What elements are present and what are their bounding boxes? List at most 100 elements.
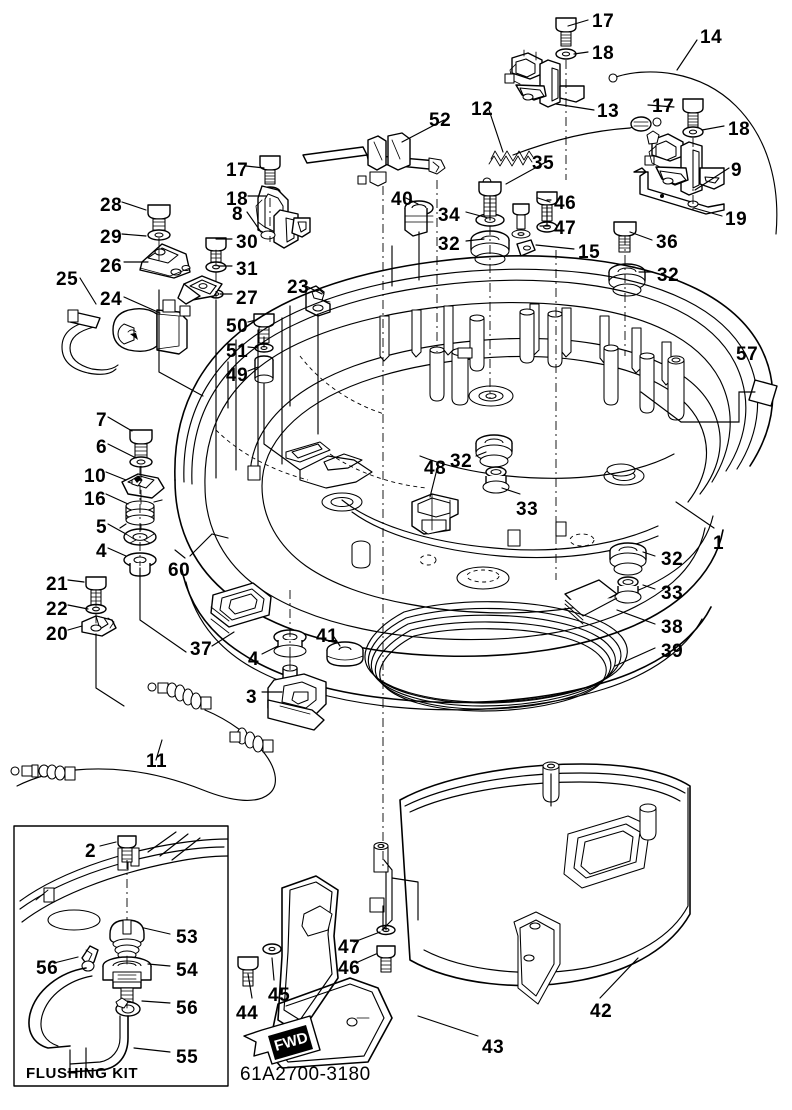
callout-14: 14 xyxy=(700,27,723,48)
flushing-kit-title: FLUSHING KIT xyxy=(26,1065,138,1082)
grommet-32-lower-right xyxy=(609,542,647,576)
callout-18: 18 xyxy=(226,189,249,210)
callout-29: 29 xyxy=(100,227,123,248)
callout-5: 5 xyxy=(96,517,108,538)
callout-9: 9 xyxy=(731,160,743,181)
bracket-27-plate xyxy=(177,275,223,305)
cable-end-left xyxy=(10,764,76,781)
bracket-26 xyxy=(139,243,191,279)
hook-lever-8 xyxy=(255,185,311,249)
collar-49 xyxy=(254,355,274,384)
callout-11: 11 xyxy=(146,751,168,772)
callout-51: 51 xyxy=(226,341,249,362)
callout-55: 55 xyxy=(176,1047,199,1068)
cable-end-mid xyxy=(229,727,274,753)
fastener-small-center xyxy=(511,203,531,239)
callout-17: 17 xyxy=(652,96,675,117)
callout-23: 23 xyxy=(287,277,310,298)
washer-18-top xyxy=(555,48,577,60)
callout-47: 47 xyxy=(554,218,577,239)
callout-17: 17 xyxy=(226,160,249,181)
callout-56: 56 xyxy=(36,958,59,979)
clamp-20 xyxy=(81,615,117,637)
diagram-part-number: 61A2700-3180 xyxy=(240,1064,371,1085)
flushing-connector-54 xyxy=(102,956,152,1008)
spring-rod-12 xyxy=(482,124,639,187)
cable-end-upper xyxy=(147,682,212,710)
callout-25: 25 xyxy=(56,269,79,290)
fastener-7 xyxy=(129,429,153,461)
callout-7: 7 xyxy=(96,410,108,431)
fastener-46-lower xyxy=(376,945,396,973)
fastener-17-right xyxy=(682,98,704,128)
callout-32: 32 xyxy=(657,265,680,286)
latch-rod-52 xyxy=(302,132,446,187)
callout-47: 47 xyxy=(338,937,361,958)
callout-53: 53 xyxy=(176,927,199,948)
cap-53 xyxy=(109,919,145,960)
callout-39: 39 xyxy=(661,641,684,662)
callout-42: 42 xyxy=(590,1001,613,1022)
callout-22: 22 xyxy=(46,599,69,620)
pad-38 xyxy=(564,579,618,625)
fastener-17-left xyxy=(259,155,281,185)
cable-bracket-3 xyxy=(267,664,327,731)
callout-30: 30 xyxy=(236,232,259,253)
callout-6: 6 xyxy=(96,437,108,458)
callout-54: 54 xyxy=(176,960,199,981)
callout-57: 57 xyxy=(736,344,759,365)
callout-13: 13 xyxy=(597,101,620,122)
callout-18: 18 xyxy=(728,119,751,140)
bushing-40 xyxy=(404,200,434,237)
callout-4: 4 xyxy=(96,541,108,562)
callout-8: 8 xyxy=(232,204,244,225)
label-57 xyxy=(640,379,778,423)
throttle-cable-11 xyxy=(10,682,276,801)
clamp-block-48 xyxy=(411,493,459,535)
lead-60 xyxy=(189,533,229,557)
callout-56: 56 xyxy=(176,998,199,1019)
callout-46: 46 xyxy=(554,193,577,214)
callout-21: 21 xyxy=(46,574,69,595)
seal-pad-37 xyxy=(210,582,272,634)
boss-tube-group xyxy=(429,308,685,421)
callout-46: 46 xyxy=(338,958,361,979)
callout-35: 35 xyxy=(532,153,555,174)
callout-10: 10 xyxy=(84,466,107,487)
cowling-seal-39 xyxy=(364,601,628,712)
grommet-32-mid xyxy=(475,434,513,468)
callout-32: 32 xyxy=(438,234,461,255)
callout-33: 33 xyxy=(516,499,539,520)
bushing-33-mid xyxy=(482,466,510,494)
callout-32: 32 xyxy=(661,549,684,570)
hook-assembly-9 xyxy=(630,116,725,196)
washer-45 xyxy=(262,943,282,955)
callout-28: 28 xyxy=(100,195,123,216)
callout-52: 52 xyxy=(429,110,452,131)
bottom-cowling-1 xyxy=(174,255,774,711)
fastener-44 xyxy=(237,956,259,987)
callout-18: 18 xyxy=(592,43,615,64)
hose-55 xyxy=(28,967,129,1075)
fwd-arrow: FWD xyxy=(243,1015,321,1065)
latch-plate-10 xyxy=(121,473,165,499)
callout-16: 16 xyxy=(84,489,107,510)
callout-45: 45 xyxy=(268,985,291,1006)
callout-3: 3 xyxy=(246,687,258,708)
callout-43: 43 xyxy=(482,1037,505,1058)
hose-clamp-56-upper xyxy=(81,945,99,972)
callout-4: 4 xyxy=(248,649,260,670)
callout-44: 44 xyxy=(236,1003,259,1024)
callout-60: 60 xyxy=(168,560,191,581)
callout-40: 40 xyxy=(391,189,414,210)
callout-48: 48 xyxy=(424,458,447,479)
leader-lines xyxy=(53,19,730,1053)
washer-18-right xyxy=(682,126,704,138)
seal-cord-14 xyxy=(608,71,778,235)
callout-19: 19 xyxy=(725,209,748,230)
callout-32: 32 xyxy=(450,451,473,472)
callout-31: 31 xyxy=(236,259,259,280)
hose-clamp-56-lower xyxy=(115,997,141,1017)
callout-2: 2 xyxy=(85,841,97,862)
